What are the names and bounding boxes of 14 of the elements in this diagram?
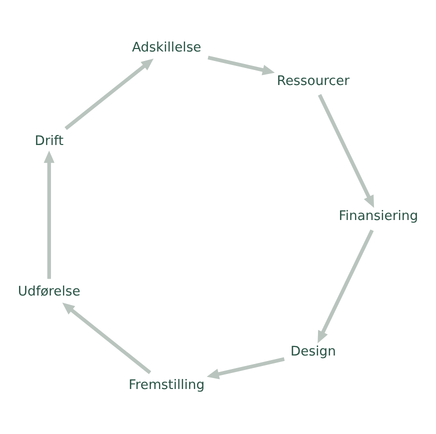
node-text: Drift (34, 134, 64, 150)
node-text: Design (290, 344, 336, 360)
node-text: Udførelse (18, 284, 80, 300)
arrow (318, 229, 374, 344)
node-text: Fremstilling (128, 378, 205, 394)
arrow (208, 56, 275, 76)
arrow (64, 58, 154, 130)
arrow (318, 94, 374, 208)
arrow (44, 150, 54, 279)
node-text: Finansiering (338, 209, 418, 224)
node-text: Adskillelse (132, 40, 202, 56)
arrow (62, 302, 152, 374)
node-text: Ressourcer (276, 74, 350, 89)
arrow (206, 357, 285, 380)
